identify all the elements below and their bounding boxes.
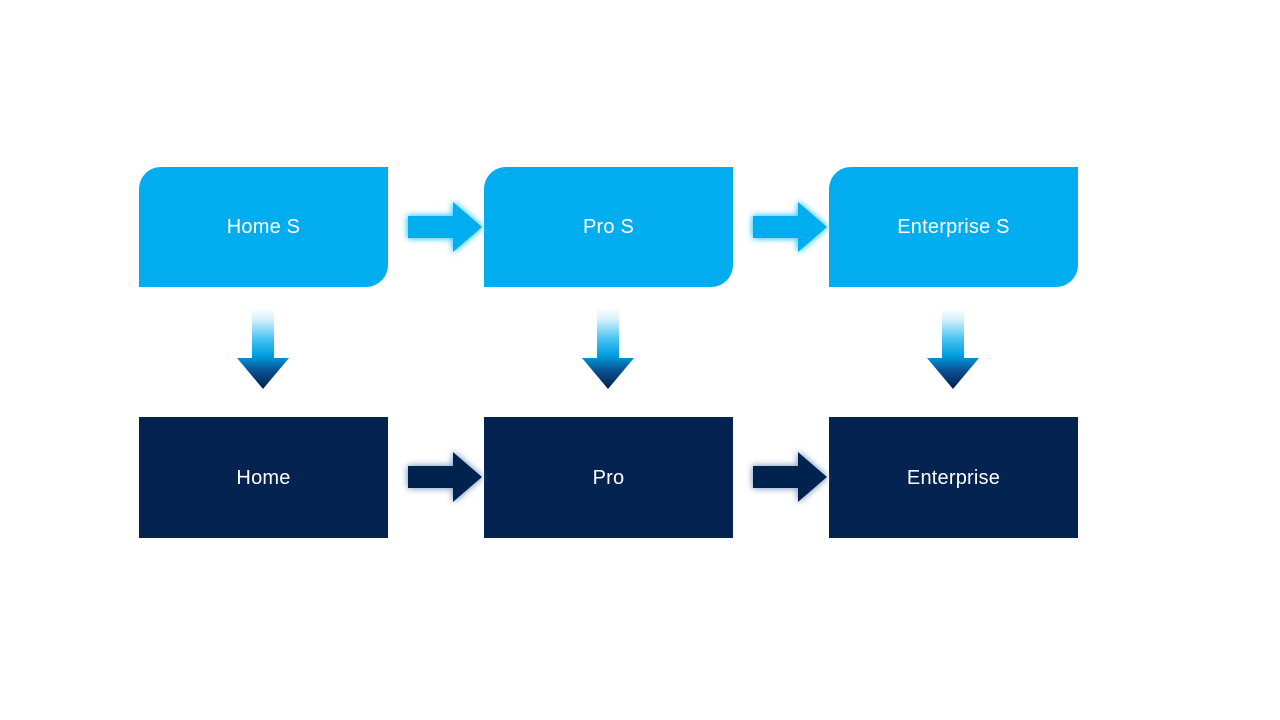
arrow-right-icon xyxy=(408,202,482,252)
arrow-down-icon xyxy=(927,308,979,389)
arrow-right-icon xyxy=(408,452,482,502)
node-pro-s[interactable]: Pro S xyxy=(484,167,733,287)
arrow-down-icon xyxy=(237,308,289,389)
node-enterprise-s-label: Enterprise S xyxy=(897,216,1010,238)
node-home[interactable]: Home xyxy=(139,417,388,538)
connector-pro-s-to-enterprise-s xyxy=(743,196,833,258)
node-home-label: Home xyxy=(236,466,291,489)
connector-home-s-to-pro-s xyxy=(398,196,488,258)
arrow-down-icon xyxy=(582,308,634,389)
node-enterprise-s[interactable]: Enterprise S xyxy=(829,167,1078,287)
connector-home-s-to-home xyxy=(233,306,293,392)
node-pro[interactable]: Pro xyxy=(484,417,733,538)
node-pro-s-label: Pro S xyxy=(582,216,635,238)
connector-enterprise-s-to-enterprise xyxy=(923,306,983,392)
node-home-s[interactable]: Home S xyxy=(139,167,388,287)
node-home-s-label: Home S xyxy=(226,216,301,238)
node-enterprise-label: Enterprise xyxy=(906,466,1001,489)
arrow-right-icon xyxy=(753,452,827,502)
connector-pro-to-enterprise xyxy=(743,446,833,508)
node-pro-label: Pro xyxy=(592,466,625,489)
arrow-right-icon xyxy=(753,202,827,252)
connector-pro-s-to-pro xyxy=(578,306,638,392)
node-enterprise[interactable]: Enterprise xyxy=(829,417,1078,538)
connector-home-to-pro xyxy=(398,446,488,508)
